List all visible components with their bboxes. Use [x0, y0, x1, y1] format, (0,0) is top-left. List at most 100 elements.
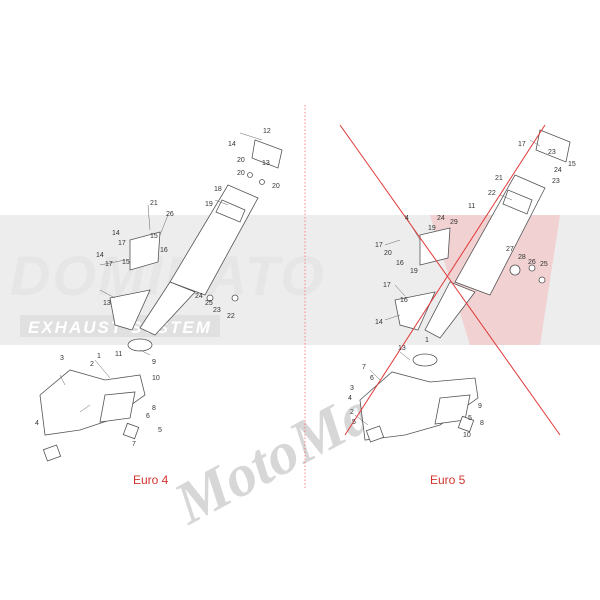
- callout: 21: [495, 175, 503, 182]
- flange: [457, 415, 475, 433]
- callout: 13: [103, 300, 111, 307]
- callout: 1: [97, 353, 101, 360]
- callout: 23: [548, 149, 556, 156]
- callout: 8: [480, 420, 484, 427]
- callout: 16: [396, 260, 404, 267]
- callout: 17: [118, 240, 126, 247]
- callout: 9: [478, 403, 482, 410]
- callout: 17: [375, 242, 383, 249]
- link-pipe: [424, 281, 476, 339]
- callout: 14: [228, 141, 236, 148]
- callout: 14: [96, 252, 104, 259]
- spring: [509, 264, 521, 276]
- callout: 25: [205, 300, 213, 307]
- callout: 1: [425, 337, 429, 344]
- callout: 23: [213, 307, 221, 314]
- callout: 7: [362, 364, 366, 371]
- clamp: [412, 353, 438, 367]
- callout: 19: [428, 225, 436, 232]
- callout: 14: [375, 319, 383, 326]
- callout: 24: [437, 215, 445, 222]
- link-pipe: [139, 281, 196, 336]
- callout: 3: [60, 355, 64, 362]
- cross-line-2: [344, 124, 546, 436]
- clamp: [127, 338, 153, 352]
- callout: 20: [237, 157, 245, 164]
- callout: 2: [350, 409, 354, 416]
- callout: 12: [263, 128, 271, 135]
- callout: 21: [150, 200, 158, 207]
- callout: 15: [150, 233, 158, 240]
- left-callouts: 12 14 13 20 20 20 18 19 21 26 14 17 15 1…: [35, 128, 280, 448]
- callout: 19: [410, 268, 418, 275]
- callout: 4: [348, 395, 352, 402]
- gasket-block: [42, 444, 62, 462]
- callout: 15: [568, 161, 576, 168]
- callout: 9: [152, 359, 156, 366]
- header-pipes: [39, 369, 146, 436]
- panel-label-euro4: Euro 4: [133, 473, 169, 487]
- nut: [259, 179, 265, 185]
- callout: 15: [122, 259, 130, 266]
- bracket: [394, 291, 436, 331]
- callout: 11: [115, 351, 122, 358]
- callout: 11: [468, 203, 475, 210]
- callout: 24: [195, 293, 203, 300]
- callout: 16: [160, 247, 168, 254]
- callout: 25: [540, 261, 548, 268]
- callout: 20: [384, 250, 392, 257]
- callout: 18: [214, 186, 222, 193]
- end-cap: [535, 129, 571, 163]
- callout: 10: [152, 375, 160, 382]
- callout: 5: [352, 419, 356, 426]
- callout: 26: [166, 211, 174, 218]
- callout: 13: [262, 160, 270, 167]
- callout: 16: [400, 297, 408, 304]
- leader-lines: [59, 132, 263, 413]
- callout: 23: [552, 178, 560, 185]
- callout: 17: [518, 141, 526, 148]
- left-panel-euro4: [39, 132, 283, 462]
- callout: 19: [205, 201, 213, 208]
- callout: 5: [158, 427, 162, 434]
- callout: 28: [518, 254, 526, 261]
- callout: 3: [350, 385, 354, 392]
- bracket: [109, 289, 151, 331]
- right-callouts: 17 23 15 24 23 21 22 11 4 17 24 19 29 27…: [348, 141, 576, 439]
- callout: 22: [488, 190, 496, 197]
- callout: 8: [152, 405, 156, 412]
- callout: 13: [398, 345, 406, 352]
- callout: 29: [450, 219, 458, 226]
- panel-label-euro5: Euro 5: [430, 473, 466, 487]
- callout: 10: [463, 432, 471, 439]
- end-cap: [251, 139, 283, 169]
- collector: [99, 391, 136, 423]
- callout: 2: [90, 361, 94, 368]
- bolt: [231, 294, 239, 302]
- right-panel-euro5: [354, 129, 571, 443]
- washer: [206, 294, 214, 302]
- silencer-inner: [502, 189, 533, 215]
- mount-bracket: [419, 227, 451, 266]
- callout: 4: [35, 420, 39, 427]
- callout: 17: [105, 261, 113, 268]
- callout: 5: [468, 415, 472, 422]
- gasket-block: [365, 425, 385, 443]
- washer: [528, 264, 536, 272]
- callout: 20: [272, 183, 280, 190]
- nut: [247, 172, 253, 178]
- mount-bracket: [129, 231, 161, 271]
- callout: 24: [554, 167, 562, 174]
- bolt: [538, 276, 546, 284]
- flange: [122, 422, 140, 440]
- callout: 4: [405, 215, 409, 222]
- callout: 6: [146, 413, 150, 420]
- callout: 27: [506, 246, 514, 253]
- callout: 26: [528, 259, 536, 266]
- silencer-inner: [215, 199, 246, 223]
- callout: 7: [132, 441, 136, 448]
- callout: 6: [370, 375, 374, 382]
- callout: 22: [227, 313, 235, 320]
- callout: 20: [237, 170, 245, 177]
